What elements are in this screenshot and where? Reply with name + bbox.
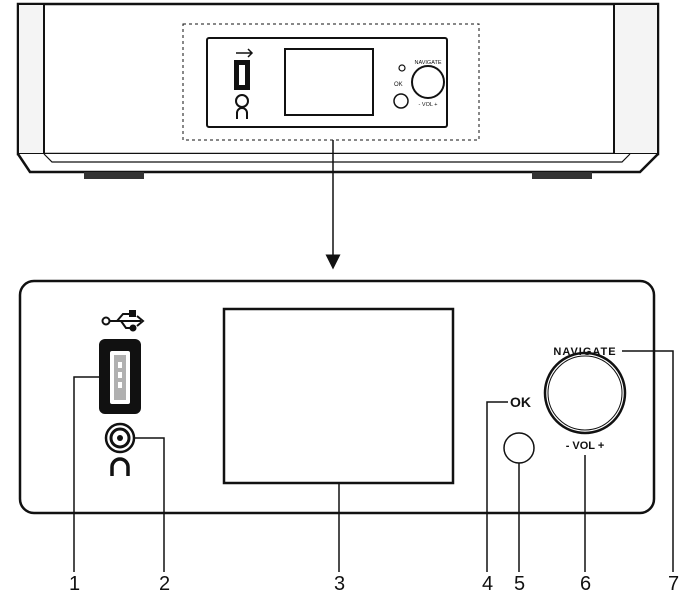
usb-symbol-icon [101,310,145,332]
radio-front-view: OK NAVIGATE - VOL + [16,2,660,179]
mini-headphone-symbol-icon [236,107,248,119]
callout-lines [73,350,674,572]
callout-numbers: 1 2 3 4 5 6 7 [69,573,679,595]
ok-label: OK [510,394,531,410]
radio-base [16,153,659,174]
mini-navigate-volume-knob-icon [411,65,445,99]
mini-navigate-label: NAVIGATE [415,60,442,66]
callout-number-7: 7 [668,573,679,595]
right-end-cap [613,3,659,155]
usb-port-icon [99,339,141,414]
mini-ok-button-icon [393,93,409,109]
headphone-symbol-icon [110,457,130,476]
callout-number-6: 6 [580,573,591,595]
callout-line-7 [622,350,674,572]
navigate-volume-knob-icon [543,351,627,435]
callout-number-5: 5 [514,573,525,595]
mini-vol-label: - VOL + [419,102,438,108]
mini-display-screen-icon [284,48,374,116]
callout-number-1: 1 [69,573,80,595]
mini-usb-symbol-icon [236,48,254,58]
mini-ok-label: OK [394,82,403,88]
display-screen-icon [222,307,455,485]
headphone-jack-icon [104,422,136,454]
callout-number-3: 3 [334,573,345,595]
callout-line-2 [134,437,165,572]
mini-indicator-dot [398,64,406,72]
left-foot [84,172,144,179]
callout-line-1 [73,376,99,572]
right-foot [532,172,592,179]
vol-label: - VOL + [566,440,605,452]
callout-line-4 [486,401,508,572]
callout-number-2: 2 [159,573,170,595]
callout-number-4: 4 [482,573,493,595]
navigate-label: NAVIGATE [553,346,616,358]
detail-highlight-box [182,23,480,141]
detail-panel: OK NAVIGATE - VOL + [18,279,656,515]
left-end-cap [17,3,45,155]
